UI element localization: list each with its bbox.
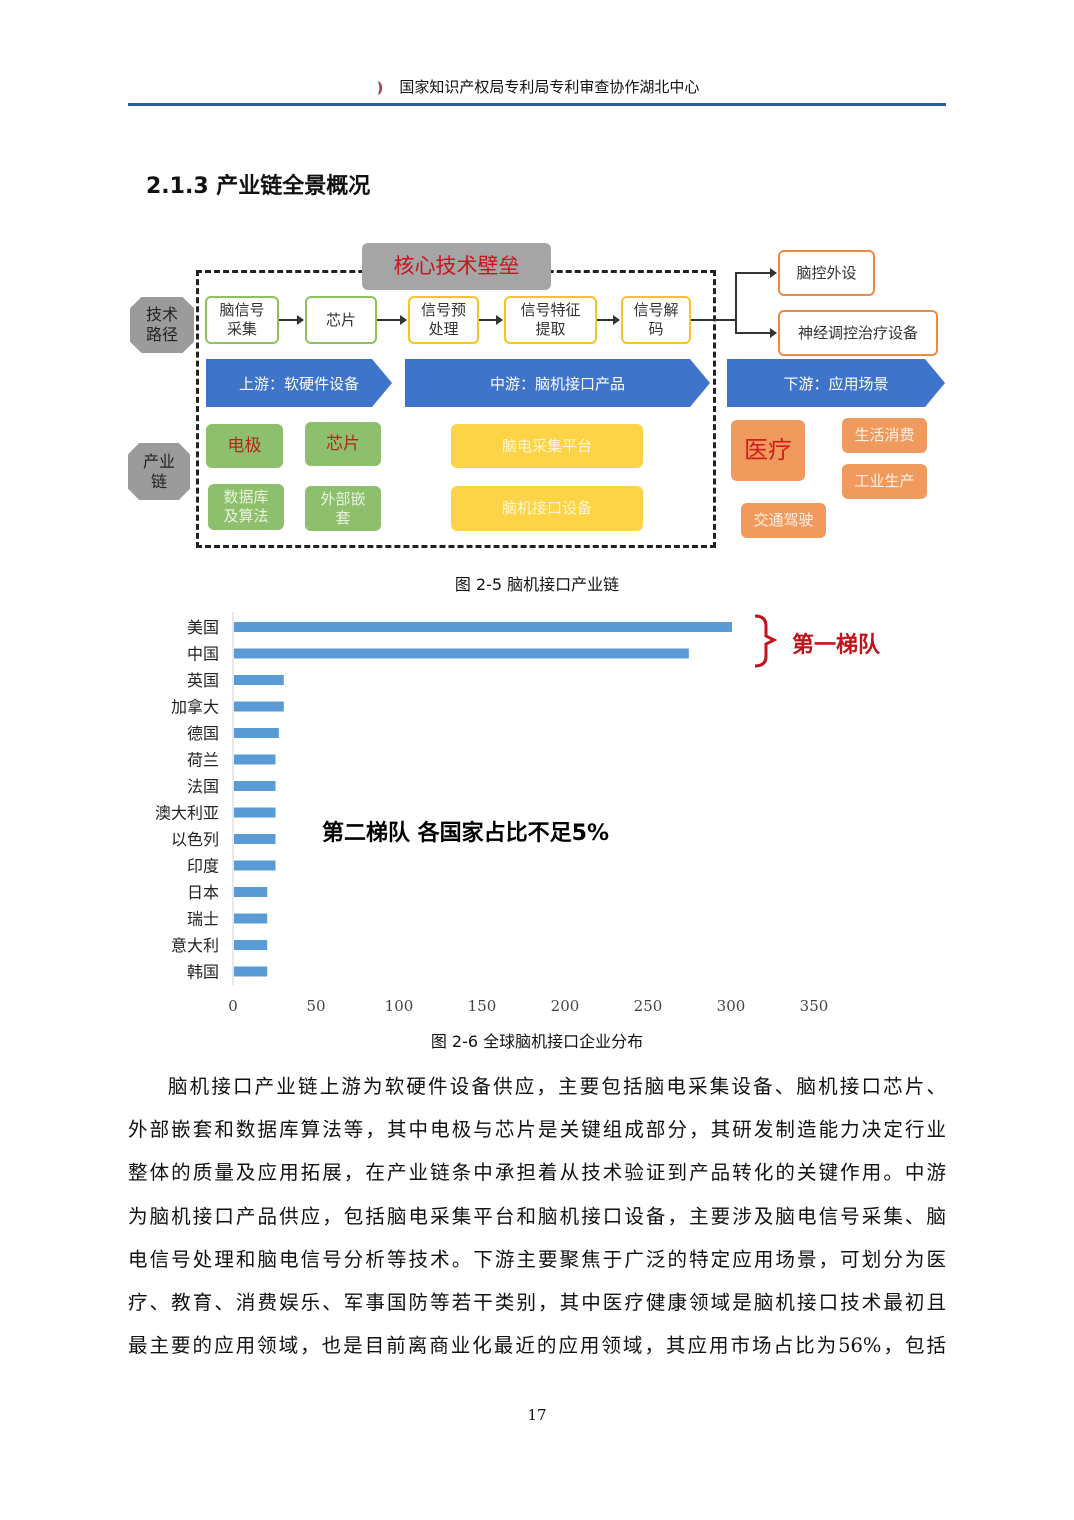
- category-label: 印度: [187, 857, 219, 876]
- arrow-icon: [479, 319, 502, 321]
- category-label: 瑞士: [187, 910, 219, 929]
- category-label: 韩国: [187, 963, 219, 982]
- stage-upstream: 上游：软硬件设备: [206, 359, 392, 407]
- connector-line: [735, 272, 737, 334]
- arrow-icon: [597, 319, 619, 321]
- figure-caption: 图 2-5 脑机接口产业链: [0, 571, 1074, 595]
- x-tick-label: 150: [468, 997, 497, 1015]
- bar: [234, 755, 276, 765]
- upstream-item: 外部嵌 套: [305, 486, 381, 531]
- tech-step: 芯片: [305, 296, 377, 344]
- downstream-item: 医疗: [731, 420, 805, 481]
- x-tick-label: 200: [551, 997, 580, 1015]
- x-tick-label: 250: [634, 997, 663, 1015]
- x-tick-label: 350: [800, 997, 829, 1015]
- core-barrier-label: 核心技术壁垒: [362, 243, 551, 290]
- tech-step: 脑信号 采集: [205, 296, 279, 344]
- tech-step: 信号解 码: [621, 296, 691, 344]
- arrow-icon: [736, 272, 776, 274]
- tier2-label: 第二梯队 各国家占比不足5%: [322, 815, 609, 847]
- category-label: 意大利: [171, 936, 219, 955]
- arrow-icon: [377, 319, 406, 321]
- header-title: 国家知识产权局专利局专利审查协作湖北中心: [399, 78, 699, 96]
- downstream-item: 交通驾驶: [741, 503, 826, 538]
- body-text-line: 为脑机接口产品供应，包括脑电采集平台和脑机接口设备，主要涉及脑电信号采集、脑: [128, 1200, 946, 1229]
- output-box: 神经调控治疗设备: [778, 310, 938, 356]
- figure-caption: 图 2-6 全球脑机接口企业分布: [0, 1028, 1074, 1052]
- body-text-line: 电信号处理和脑电信号分析等技术。下游主要聚焦于广泛的特定应用场景，可划分为医: [128, 1243, 946, 1272]
- bar: [234, 914, 267, 924]
- tech-path-label: 技术 路径: [130, 297, 194, 353]
- tech-step: 信号特征 提取: [504, 296, 597, 344]
- bar: [234, 940, 267, 950]
- body-text-line: 疗、教育、消费娱乐、军事国防等若干类别，其中医疗健康领域是脑机接口技术最初且: [128, 1286, 946, 1315]
- page-header: 国家知识产权局专利局专利审查协作湖北中心: [0, 76, 1074, 97]
- page-number: 17: [0, 1406, 1074, 1424]
- x-tick-label: 100: [385, 997, 414, 1015]
- bar: [234, 808, 276, 818]
- logo-icon: [375, 79, 385, 97]
- stage-midstream: 中游：脑机接口产品: [405, 359, 710, 407]
- category-label: 法国: [187, 777, 219, 796]
- body-text-line: 外部嵌套和数据库算法等，其中电极与芯片是关键组成部分，其研发制造能力决定行业: [128, 1113, 946, 1142]
- midstream-item: 脑机接口设备: [451, 486, 643, 531]
- bar: [234, 781, 276, 791]
- body-text-line: 脑机接口产业链上游为软硬件设备供应，主要包括脑电采集设备、脑机接口芯片、: [168, 1070, 946, 1099]
- category-label: 英国: [187, 671, 219, 690]
- x-tick-label: 50: [306, 997, 325, 1015]
- section-title: 2.1.3 产业链全景概况: [146, 168, 370, 200]
- downstream-item: 工业生产: [842, 464, 927, 499]
- bar: [234, 861, 276, 871]
- category-label: 加拿大: [171, 698, 219, 717]
- category-label: 德国: [187, 724, 219, 743]
- upstream-item: 芯片: [305, 422, 381, 466]
- stage-downstream: 下游：应用场景: [727, 359, 945, 407]
- category-label: 日本: [187, 883, 219, 902]
- upstream-item: 数据库 及算法: [208, 484, 284, 530]
- bar: [234, 675, 284, 685]
- body-text-line: 最主要的应用领域，也是目前离商业化最近的应用领域，其应用市场占比为56%，包括: [128, 1329, 946, 1358]
- bar: [234, 887, 267, 897]
- body-text-line: 整体的质量及应用拓展，在产业链条中承担着从技术验证到产品转化的关键作用。中游: [128, 1156, 946, 1185]
- arrow-icon: [736, 332, 776, 334]
- bar: [234, 728, 279, 738]
- bar-chart: 美国中国英国加拿大德国荷兰法国澳大利亚以色列印度日本瑞士意大利韩国 0 50 100 1…: [0, 600, 1074, 1025]
- connector-line: [691, 319, 736, 321]
- category-label: 美国: [187, 618, 219, 637]
- industry-chain-label: 产业 链: [128, 443, 190, 500]
- bar: [234, 702, 284, 712]
- category-label: 以色列: [171, 830, 219, 849]
- bar: [234, 834, 276, 844]
- bar: [234, 649, 689, 659]
- downstream-item: 生活消费: [842, 418, 927, 453]
- brace-icon: [755, 616, 774, 666]
- category-label: 澳大利亚: [155, 804, 219, 823]
- x-tick-label: 0: [228, 997, 238, 1015]
- arrow-icon: [279, 319, 303, 321]
- tech-step: 信号预 处理: [408, 296, 479, 344]
- category-label: 中国: [187, 645, 219, 664]
- midstream-item: 脑电采集平台: [451, 424, 643, 468]
- upstream-item: 电极: [206, 424, 283, 468]
- x-tick-label: 300: [717, 997, 746, 1015]
- category-label: 荷兰: [187, 751, 219, 770]
- header-divider: [128, 103, 946, 106]
- output-box: 脑控外设: [778, 250, 875, 296]
- bar: [234, 967, 267, 977]
- bar: [234, 622, 732, 632]
- tier1-label: 第一梯队: [792, 627, 880, 659]
